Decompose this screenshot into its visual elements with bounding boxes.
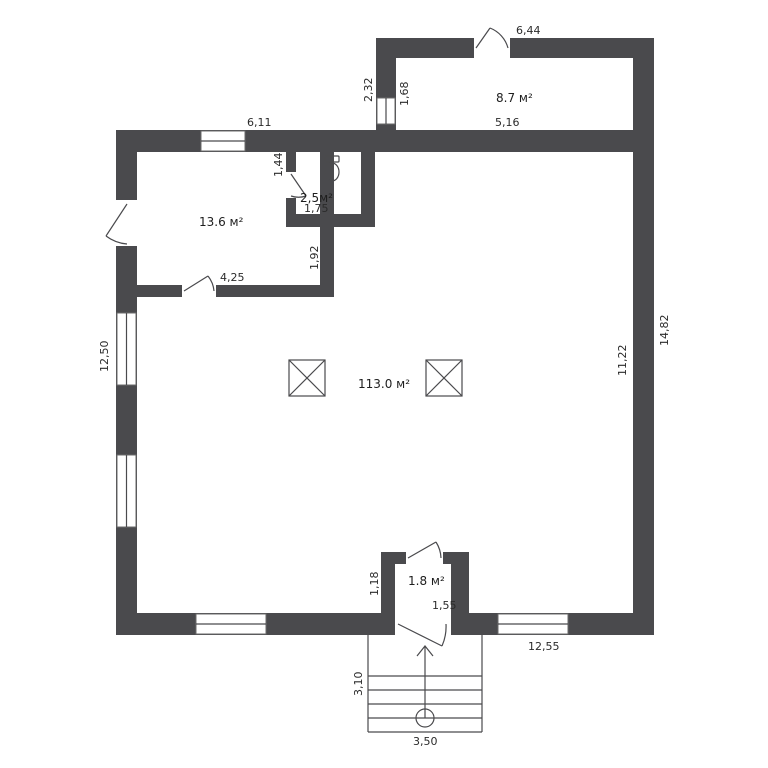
stairs xyxy=(367,635,483,733)
window-bottom-right xyxy=(497,613,569,635)
room-entry-area: 13.6 м² xyxy=(199,215,244,229)
door-opening-left xyxy=(114,200,139,246)
door-opening-entry xyxy=(182,283,216,299)
door-exterior-icon xyxy=(397,623,447,647)
door-opening-vestibule xyxy=(406,550,443,566)
dim-partition-vertical: 1,92 xyxy=(308,246,321,271)
window-left-lower xyxy=(116,454,137,528)
dim-inner-right: 11,22 xyxy=(616,345,629,377)
wall-vestibule-top-left xyxy=(381,552,406,564)
wall-wc-right xyxy=(361,152,375,227)
door-entry-icon xyxy=(183,275,215,292)
openings xyxy=(114,36,510,637)
dim-partition-horizontal: 4,25 xyxy=(220,271,245,284)
column-right-icon xyxy=(425,359,463,397)
dim-left-wall: 12,50 xyxy=(98,341,111,373)
room-labels: 8.7 м² 2,5м² 13.6 м² 113.0 м² 1.8 м² xyxy=(199,91,533,588)
dim-stairs-width: 3,50 xyxy=(413,735,438,748)
wall-wc-left-lower xyxy=(286,198,296,227)
dim-top-left: 6,11 xyxy=(247,116,272,129)
dim-annex-top: 6,44 xyxy=(516,24,541,37)
window-bottom-left xyxy=(195,613,267,635)
dim-bottom-wall: 12,55 xyxy=(528,640,560,653)
windows xyxy=(116,97,569,635)
dim-stairs-length: 3,10 xyxy=(352,672,365,697)
wall-right xyxy=(633,38,654,635)
wall-wc-bottom xyxy=(286,214,375,227)
door-left-icon xyxy=(105,203,128,245)
window-annex-left xyxy=(376,97,396,125)
door-vestibule-icon xyxy=(407,541,442,559)
walls xyxy=(116,38,654,635)
wall-annex-left xyxy=(376,38,396,152)
dimension-labels: 6,44 2,32 1,68 5,16 6,11 1,44 1,75 1,92 … xyxy=(98,24,671,748)
window-left-upper xyxy=(116,312,137,386)
stairs-direction-arrow-icon xyxy=(415,645,435,728)
dim-outer-right: 14,82 xyxy=(658,315,671,347)
column-left-icon xyxy=(288,359,326,397)
room-vestibule-area: 1.8 м² xyxy=(408,574,445,588)
dim-annex-left-outer: 2,32 xyxy=(362,78,375,103)
wall-wc-left xyxy=(286,152,296,172)
doors xyxy=(105,27,509,647)
toilet-icon xyxy=(324,155,340,182)
door-annex-icon xyxy=(475,27,509,49)
window-top xyxy=(200,130,246,152)
dim-vestibule-height: 1,18 xyxy=(368,572,381,597)
dim-vestibule-width: 1,55 xyxy=(432,599,457,612)
wall-partition-horizontal xyxy=(137,285,334,297)
room-main-hall-area: 113.0 м² xyxy=(358,377,410,391)
door-wc-icon xyxy=(290,173,307,198)
wall-vestibule-left xyxy=(381,552,395,635)
wall-vestibule-right xyxy=(451,552,469,635)
dim-annex-bottom: 5,16 xyxy=(495,116,520,129)
dim-wc-width: 1,75 xyxy=(304,202,329,215)
wall-annex-top xyxy=(376,38,654,58)
door-opening-wc xyxy=(284,172,298,198)
dim-annex-left-inner: 1,68 xyxy=(398,82,411,107)
wall-vestibule-top-right xyxy=(443,552,469,564)
room-annex-area: 8.7 м² xyxy=(496,91,533,105)
room-bathroom-area: 2,5м² xyxy=(300,191,333,205)
door-opening-exterior xyxy=(395,611,451,637)
dim-wc-height: 1,44 xyxy=(272,153,285,178)
